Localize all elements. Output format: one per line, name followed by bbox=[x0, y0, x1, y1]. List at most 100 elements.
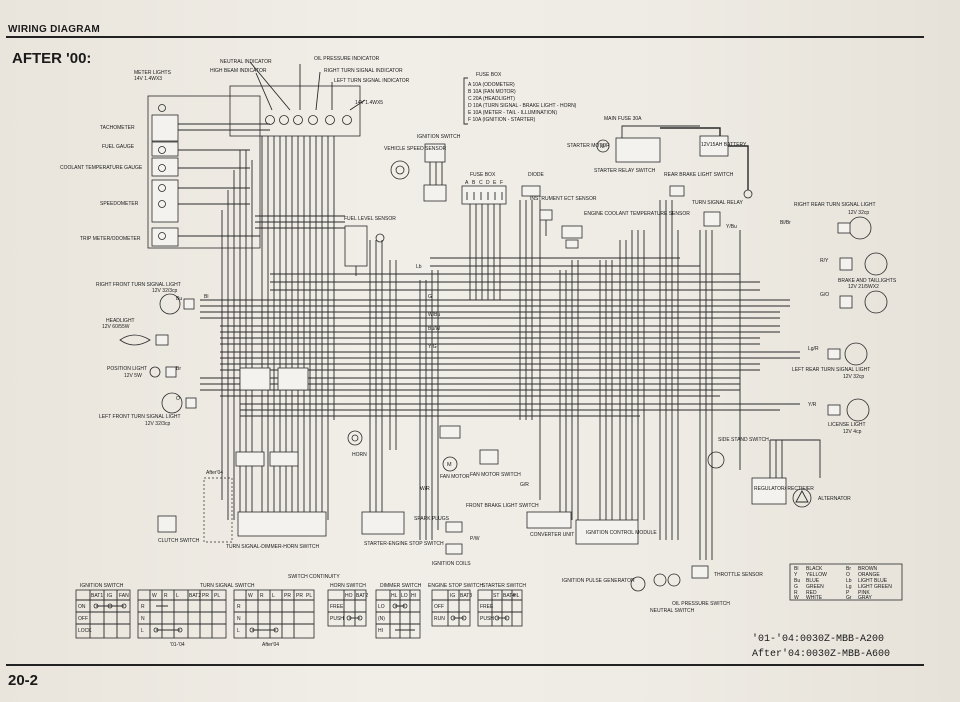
starter-engine-stop-switch bbox=[361, 511, 405, 535]
svg-text:OFF: OFF bbox=[434, 604, 444, 610]
fuse-letter-c: C bbox=[479, 180, 483, 186]
svg-text:M: M bbox=[447, 462, 452, 468]
svg-text:Y/R: Y/R bbox=[808, 402, 817, 408]
svg-text:M: M bbox=[600, 144, 605, 150]
fuse-box-label: FUSE BOX bbox=[470, 172, 496, 178]
svg-text:BAT2: BAT2 bbox=[356, 593, 368, 599]
turn-table-title: TURN SIGNAL SWITCH bbox=[200, 583, 255, 589]
svg-text:HL: HL bbox=[513, 593, 520, 599]
meter-housing bbox=[147, 95, 261, 249]
svg-text:W/Bu: W/Bu bbox=[428, 312, 440, 318]
svg-text:Bl: Bl bbox=[794, 566, 798, 572]
wire-tags: Bl G W/Bu Bu/W Y/G Bl/Br R/Y G/O Lg/R Y/… bbox=[176, 220, 829, 542]
svg-text:PUSH: PUSH bbox=[480, 616, 494, 622]
turn-dimmer-horn-switch bbox=[237, 511, 327, 537]
svg-text:L: L bbox=[272, 593, 275, 599]
vehicle-speed-sensor bbox=[390, 160, 410, 180]
svg-text:PR: PR bbox=[202, 593, 209, 599]
svg-text:L: L bbox=[176, 593, 179, 599]
svg-text:Bu/W: Bu/W bbox=[428, 326, 441, 332]
indicator-bulbs bbox=[265, 115, 352, 125]
svg-text:W: W bbox=[248, 593, 253, 599]
svg-text:BLUE: BLUE bbox=[806, 578, 820, 584]
svg-text:WHITE: WHITE bbox=[806, 595, 823, 601]
svg-text:G/R: G/R bbox=[520, 482, 529, 488]
headlight bbox=[119, 334, 169, 346]
svg-text:IG: IG bbox=[107, 593, 112, 599]
right-rear-turn-spec: 12V 32cp bbox=[848, 210, 869, 216]
regulator-label: REGULATOR/ RECTIFIER bbox=[754, 486, 814, 492]
coolant-gauge-label: COOLANT TEMPERATURE GAUGE bbox=[60, 165, 143, 171]
instrument-cluster bbox=[147, 61, 366, 249]
fuse-b: B 10A (FAN MOTOR) bbox=[468, 89, 516, 95]
svg-text:L: L bbox=[141, 628, 144, 634]
position-spec: 12V 5W bbox=[124, 373, 142, 379]
svg-text:Bl/Br: Bl/Br bbox=[780, 220, 791, 226]
svg-text:RUN: RUN bbox=[434, 616, 445, 622]
svg-text:FAN: FAN bbox=[119, 593, 129, 599]
turn-after04-sub: After'04 bbox=[262, 642, 279, 648]
fuse-letter-d: D bbox=[486, 180, 490, 186]
starter-relay bbox=[615, 125, 700, 163]
fuse-a: A 10A (ODOMETER) bbox=[468, 82, 515, 88]
svg-text:IG: IG bbox=[450, 593, 455, 599]
vertical-harness bbox=[221, 136, 741, 560]
svg-text:Lb: Lb bbox=[846, 578, 852, 584]
converter-unit bbox=[526, 511, 572, 529]
starter-motor: M bbox=[596, 139, 610, 153]
oil-pressure-switch-label: OIL PRESSURE SWITCH bbox=[672, 601, 730, 607]
headlight-label: HEADLIGHT bbox=[106, 318, 135, 324]
svg-text:R/Y: R/Y bbox=[820, 258, 829, 264]
ignition-pulse-generator bbox=[630, 576, 646, 592]
brake-tail-lights bbox=[839, 252, 888, 314]
right-front-turn-label: RIGHT FRONT TURN SIGNAL LIGHT bbox=[96, 282, 181, 288]
svg-text:OFF: OFF bbox=[78, 616, 88, 622]
svg-text:BAT1: BAT1 bbox=[91, 593, 103, 599]
svg-text:Bu: Bu bbox=[176, 296, 182, 302]
turn-table-sub: '01-'04 bbox=[170, 642, 185, 648]
svg-text:N: N bbox=[141, 616, 145, 622]
right-front-turn-spec: 12V 32/3cp bbox=[152, 288, 178, 294]
fuse-letter-a: A bbox=[465, 180, 469, 186]
side-stand-label: SIDE STAND SWITCH bbox=[718, 437, 769, 443]
fuse-letter-b: B bbox=[472, 180, 476, 186]
model-code-2: After'04:0030Z-MBB-A600 bbox=[752, 649, 891, 660]
regulator-rectifier bbox=[751, 439, 821, 505]
svg-text:W: W bbox=[794, 595, 799, 601]
speedometer-unit bbox=[151, 179, 179, 223]
svg-text:PL: PL bbox=[214, 593, 220, 599]
horn-table-title: HORN SWITCH bbox=[330, 583, 366, 589]
svg-text:PR: PR bbox=[284, 593, 291, 599]
header-rule bbox=[6, 36, 924, 38]
headlight-spec: 12V 60/55W bbox=[102, 324, 130, 330]
rear-brake-label: REAR BRAKE LIGHT SWITCH bbox=[664, 172, 734, 178]
turn-signal-relay bbox=[703, 211, 721, 227]
tachometer-unit bbox=[151, 114, 179, 142]
throttle-sensor bbox=[691, 565, 709, 579]
svg-text:P/W: P/W bbox=[470, 536, 480, 542]
svg-text:BAT2: BAT2 bbox=[189, 593, 201, 599]
fuse-box-list-title: FUSE BOX bbox=[476, 72, 502, 78]
diode-box bbox=[521, 185, 541, 197]
svg-text:R: R bbox=[260, 593, 264, 599]
footer-rule bbox=[6, 664, 924, 666]
dimmer-table-title: DIMMER SWITCH bbox=[380, 583, 422, 589]
alternator bbox=[792, 488, 812, 508]
svg-text:HL: HL bbox=[391, 593, 398, 599]
svg-text:BAT3: BAT3 bbox=[460, 593, 472, 599]
svg-text:GREEN: GREEN bbox=[806, 584, 824, 590]
svg-text:(N): (N) bbox=[378, 616, 385, 622]
position-label: POSITION LIGHT bbox=[107, 366, 147, 372]
diagram-subtitle: AFTER '00: bbox=[12, 50, 92, 67]
license-light bbox=[827, 398, 870, 422]
svg-text:Bu: Bu bbox=[794, 578, 800, 584]
fuse-box bbox=[461, 185, 507, 205]
left-front-turn-light bbox=[161, 392, 197, 414]
svg-text:Y: Y bbox=[794, 572, 798, 578]
fuse-d: D 10A (TURN SIGNAL - BRAKE LIGHT - HORN) bbox=[468, 103, 577, 109]
fuse-e: E 10A (METER - TAIL - ILLUMINATION) bbox=[468, 110, 557, 116]
fan-motor: M bbox=[439, 425, 499, 472]
left-rear-turn-label: LEFT REAR TURN SIGNAL LIGHT bbox=[792, 367, 870, 373]
svg-text:ORANGE: ORANGE bbox=[858, 572, 880, 578]
